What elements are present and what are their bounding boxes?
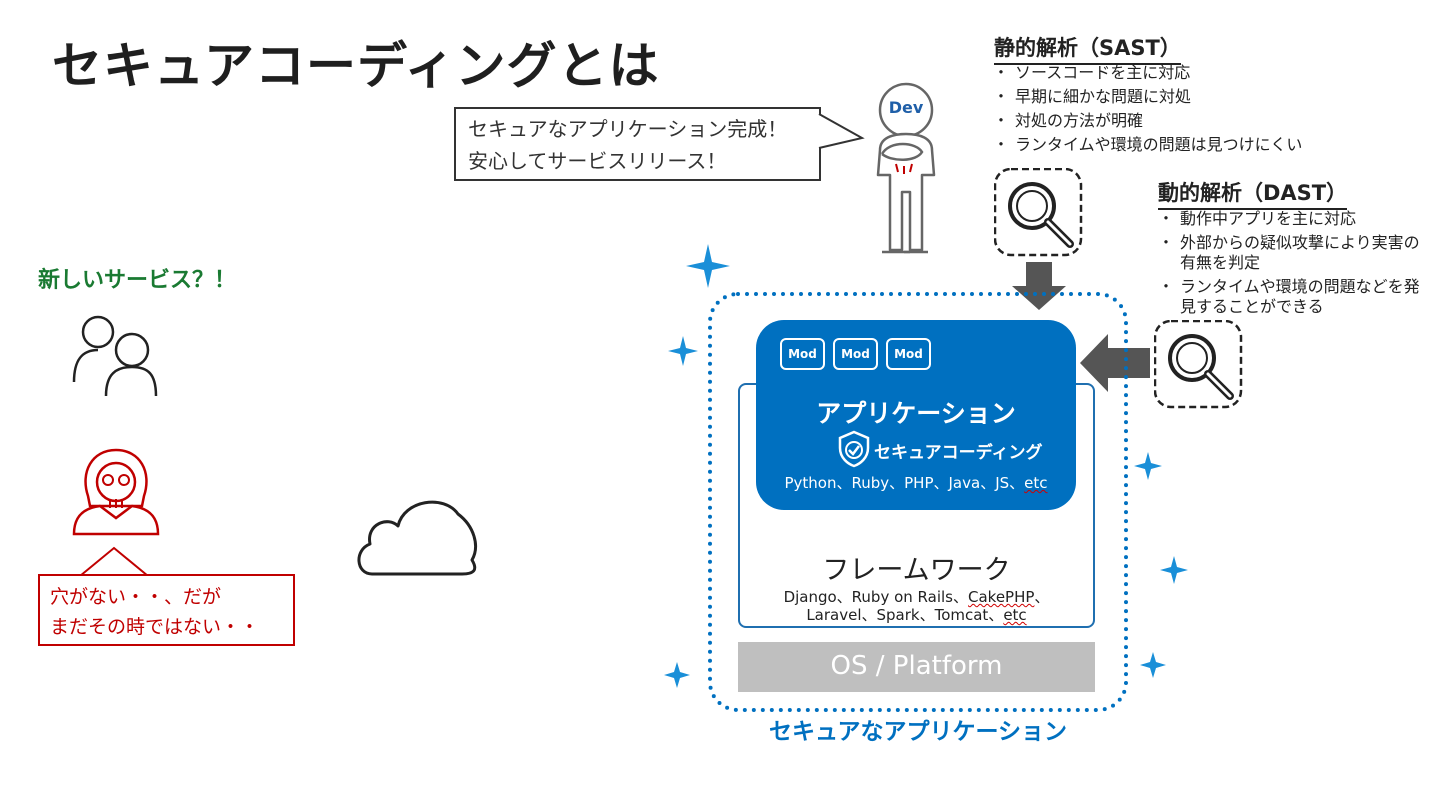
sparkle-icon bbox=[1140, 652, 1166, 678]
framework-line1-c: 、 bbox=[1034, 588, 1050, 606]
framework-list: Django、Ruby on Rails、CakePHP、 Laravel、Sp… bbox=[738, 588, 1095, 624]
speech-line1: セキュアなアプリケーション完成！ bbox=[468, 117, 788, 141]
framework-title: フレームワーク bbox=[822, 555, 1011, 586]
mod-badge: Mod bbox=[886, 338, 931, 370]
hacker-skull-icon bbox=[72, 448, 160, 536]
secure-boundary bbox=[708, 292, 1128, 712]
languages-main: Python、Ruby、PHP、Java、JS、 bbox=[784, 474, 1025, 492]
dast-magnifier-icon bbox=[1154, 320, 1243, 409]
framework-line2: Laravel、Spark、Tomcat、etc bbox=[738, 606, 1095, 624]
framework-line1-b: CakePHP bbox=[968, 588, 1035, 606]
callout-pointer bbox=[79, 546, 149, 577]
os-platform-box: OS / Platform bbox=[738, 642, 1095, 692]
languages-etc: etc bbox=[1024, 474, 1048, 492]
framework-line2-a: Laravel、Spark、Tomcat、 bbox=[806, 606, 1004, 624]
cloud-icon bbox=[357, 500, 477, 576]
list-item: 外部からの疑似攻撃により実害の有無を判定 bbox=[1158, 233, 1430, 273]
sparkle-icon bbox=[1160, 556, 1188, 584]
list-item: ランタイムや環境の問題は見つけにくい bbox=[993, 135, 1335, 155]
framework-line1: Django、Ruby on Rails、CakePHP、 bbox=[738, 588, 1095, 606]
dev-speech-bubble: セキュアなアプリケーション完成！ 安心してサービスリリース！ bbox=[454, 107, 821, 181]
dast-title: 動的解析（DAST） bbox=[1158, 177, 1348, 210]
list-item: 対処の方法が明確 bbox=[993, 111, 1335, 131]
list-item: 動作中アプリを主に対応 bbox=[1158, 209, 1430, 229]
sparkle-icon bbox=[1134, 452, 1162, 480]
speech-line2: 安心してサービスリリース！ bbox=[468, 149, 727, 173]
sparkle-icon bbox=[664, 662, 690, 688]
list-item: ソースコードを主に対応 bbox=[993, 63, 1335, 83]
sast-list: ソースコードを主に対応 早期に細かな問題に対処 対処の方法が明確 ランタイムや環… bbox=[993, 63, 1335, 159]
attacker-note-line2: まだその時ではない・・ bbox=[50, 616, 260, 638]
framework-line1-a: Django、Ruby on Rails、 bbox=[783, 588, 968, 606]
arrow-down-icon bbox=[1012, 262, 1066, 310]
secure-coding-label: セキュアコーディング bbox=[874, 443, 1043, 463]
dev-badge: Dev bbox=[888, 98, 924, 117]
sparkle-icon bbox=[686, 244, 730, 288]
languages-label: Python、Ruby、PHP、Java、JS、etc bbox=[756, 472, 1076, 493]
developer-figure bbox=[876, 82, 936, 254]
secure-application-caption: セキュアなアプリケーション bbox=[768, 719, 1068, 745]
list-item: 早期に細かな問題に対処 bbox=[993, 87, 1335, 107]
list-item: ランタイムや環境の問題などを発見することができる bbox=[1158, 277, 1430, 317]
sast-title: 静的解析（SAST） bbox=[994, 32, 1181, 65]
new-service-label: 新しいサービス？！ bbox=[38, 268, 237, 293]
users-icon bbox=[72, 315, 158, 397]
attacker-note-line1: 穴がない・・、だが bbox=[50, 586, 222, 608]
dast-list: 動作中アプリを主に対応 外部からの疑似攻撃により実害の有無を判定 ランタイムや環… bbox=[1158, 209, 1430, 321]
application-title: アプリケーション bbox=[816, 399, 1016, 428]
arrow-left-icon bbox=[1080, 334, 1150, 392]
mod-badge: Mod bbox=[780, 338, 825, 370]
page-title: セキュアコーディングとは bbox=[52, 37, 660, 95]
attacker-note: 穴がない・・、だが まだその時ではない・・ bbox=[38, 574, 295, 646]
framework-line2-b: etc bbox=[1003, 606, 1027, 624]
sast-magnifier-icon bbox=[994, 168, 1083, 257]
sparkle-icon bbox=[668, 336, 698, 366]
speech-pointer bbox=[818, 113, 865, 149]
shield-check-icon bbox=[838, 430, 870, 468]
mod-badge: Mod bbox=[833, 338, 878, 370]
application-box: Mod Mod Mod アプリケーション セキュアコーディング Python、R… bbox=[756, 320, 1076, 510]
